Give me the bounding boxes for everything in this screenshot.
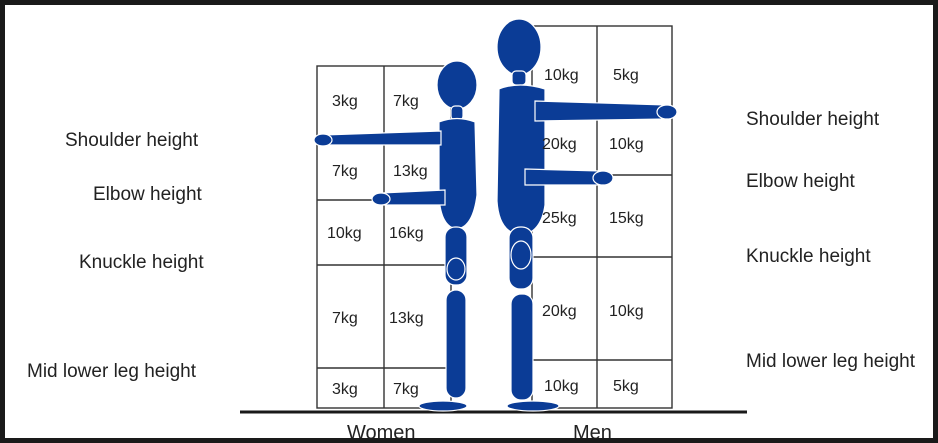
man-lower-leg [511,294,533,400]
women-cell-value: 10kg [327,226,362,242]
woman-hand-elbow [372,193,390,205]
woman-foot [419,401,467,411]
men-cell-value: 10kg [544,68,579,84]
man-head [497,19,541,75]
women-cell-value: 16kg [389,226,424,242]
men-cell-value: 10kg [609,137,644,153]
women-cell-value: 3kg [332,94,358,110]
man-knee [511,241,531,269]
man-figure [497,19,677,411]
men-label-knuckle-height: Knuckle height [746,247,871,266]
men-cell-value: 10kg [609,304,644,320]
men-label-mid-lower-leg-height: Mid lower leg height [746,352,915,371]
men-cell-value: 10kg [544,379,579,395]
men-cell-value: 5kg [613,68,639,84]
women-cell-value: 13kg [393,164,428,180]
men-label-elbow-height: Elbow height [746,172,855,191]
man-hand-elbow [593,171,613,185]
man-neck [512,71,526,85]
women-label-knuckle-height: Knuckle height [79,253,204,272]
men-label-shoulder-height: Shoulder height [746,110,879,129]
women-cell-value: 13kg [389,311,424,327]
woman-hand-shoulder [314,134,332,146]
women-cell-value: 7kg [393,94,419,110]
men-cell-value: 20kg [542,304,577,320]
axis-label-women: Women [347,423,416,443]
women-cell-value: 7kg [332,311,358,327]
woman-lower-leg [446,290,466,398]
women-label-shoulder-height: Shoulder height [65,131,198,150]
woman-arm-shoulder [318,131,441,145]
axis-label-men: Men [573,423,612,443]
woman-torso [439,119,477,230]
women-label-elbow-height: Elbow height [93,185,202,204]
men-cell-value: 15kg [609,211,644,227]
women-cell-value: 7kg [393,382,419,398]
men-cell-value: 5kg [613,379,639,395]
men-cell-value: 20kg [542,137,577,153]
man-arm-shoulder [535,101,673,121]
man-hand-shoulder [657,105,677,119]
women-cell-value: 7kg [332,164,358,180]
woman-head [437,61,477,109]
woman-knee [447,258,465,280]
men-cell-value: 25kg [542,211,577,227]
women-cell-value: 3kg [332,382,358,398]
man-foot [507,401,559,411]
women-label-mid-lower-leg-height: Mid lower leg height [27,362,196,381]
